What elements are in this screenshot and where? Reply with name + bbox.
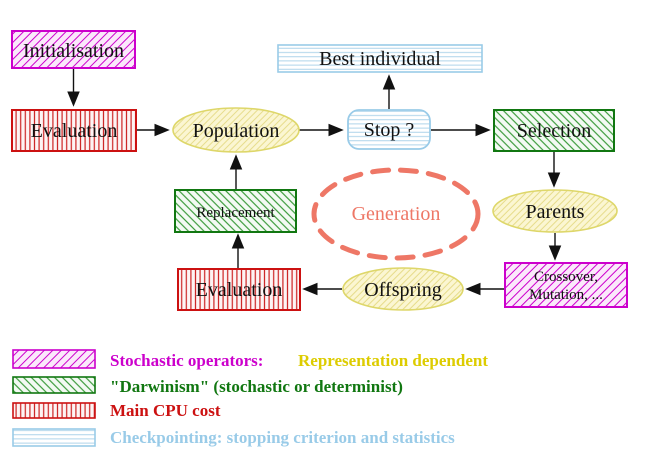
legend-text-representation-dependent: Representation dependent [298,351,488,370]
diagram-arrows [67,68,562,296]
node-replacement: Replacement [174,189,297,233]
node-selection: Selection [493,109,615,152]
selection-label: Selection [517,120,591,142]
generation-dashed-ellipse [311,167,481,261]
best-individual-label: Best individual [319,48,441,70]
initialisation-label: Initialisation [23,40,124,62]
legend-swatch-stochastic-operators [12,349,96,369]
replacement-label: Replacement [196,205,275,221]
replacement-box [174,189,297,233]
node-parents: Parents [492,189,618,233]
legend-swatch-main-cpu-cost [12,402,96,419]
offspring-label: Offspring [364,279,441,301]
legend-text-darwinism: "Darwinism" (stochastic or determinist) [110,377,403,396]
stop-box [347,109,431,150]
legend-text-checkpointing: Checkpointing: stopping criterion and st… [110,428,455,447]
crossover-label-line2: Mutation, ... [529,287,603,303]
evaluation-bottom-label: Evaluation [196,279,283,301]
initialisation-box [11,30,136,69]
crossover-label-line1: Crossover, [534,269,598,285]
offspring-ellipse [342,267,464,311]
population-label: Population [193,120,280,142]
selection-box [493,109,615,152]
generation-label: Generation [352,203,441,225]
node-evaluation-bottom: Evaluation [177,268,301,311]
node-initialisation: Initialisation [11,30,136,69]
population-ellipse [172,107,300,153]
legend-swatch-checkpointing [12,428,96,447]
node-generation: Generation [311,167,481,261]
evaluation-bottom-box [177,268,301,311]
legend-text-stochastic-operators: Stochastic operators: [110,351,263,370]
node-offspring: Offspring [342,267,464,311]
evaluation-top-box [11,109,137,152]
legend: Stochastic operators: Representation dep… [12,349,488,447]
node-evaluation-top: Evaluation [11,109,137,152]
evaluation-top-label: Evaluation [31,120,118,142]
legend-swatch-darwinism [12,376,96,394]
node-population: Population [172,107,300,153]
node-stop: Stop ? [347,109,431,150]
best-individual-box [277,44,483,73]
node-best-individual: Best individual [277,44,483,73]
node-crossover-mutation: Crossover, Mutation, ... [504,262,628,308]
stop-label: Stop ? [364,119,415,141]
legend-text-main-cpu-cost: Main CPU cost [110,401,221,420]
parents-label: Parents [526,201,585,223]
parents-ellipse [492,189,618,233]
crossover-mutation-box [504,262,628,308]
